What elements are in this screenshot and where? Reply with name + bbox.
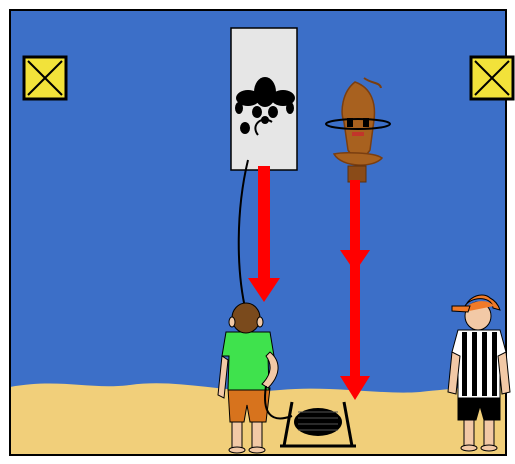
square-lamp-right-icon — [471, 57, 513, 99]
square-lamp-left-icon — [24, 57, 66, 99]
